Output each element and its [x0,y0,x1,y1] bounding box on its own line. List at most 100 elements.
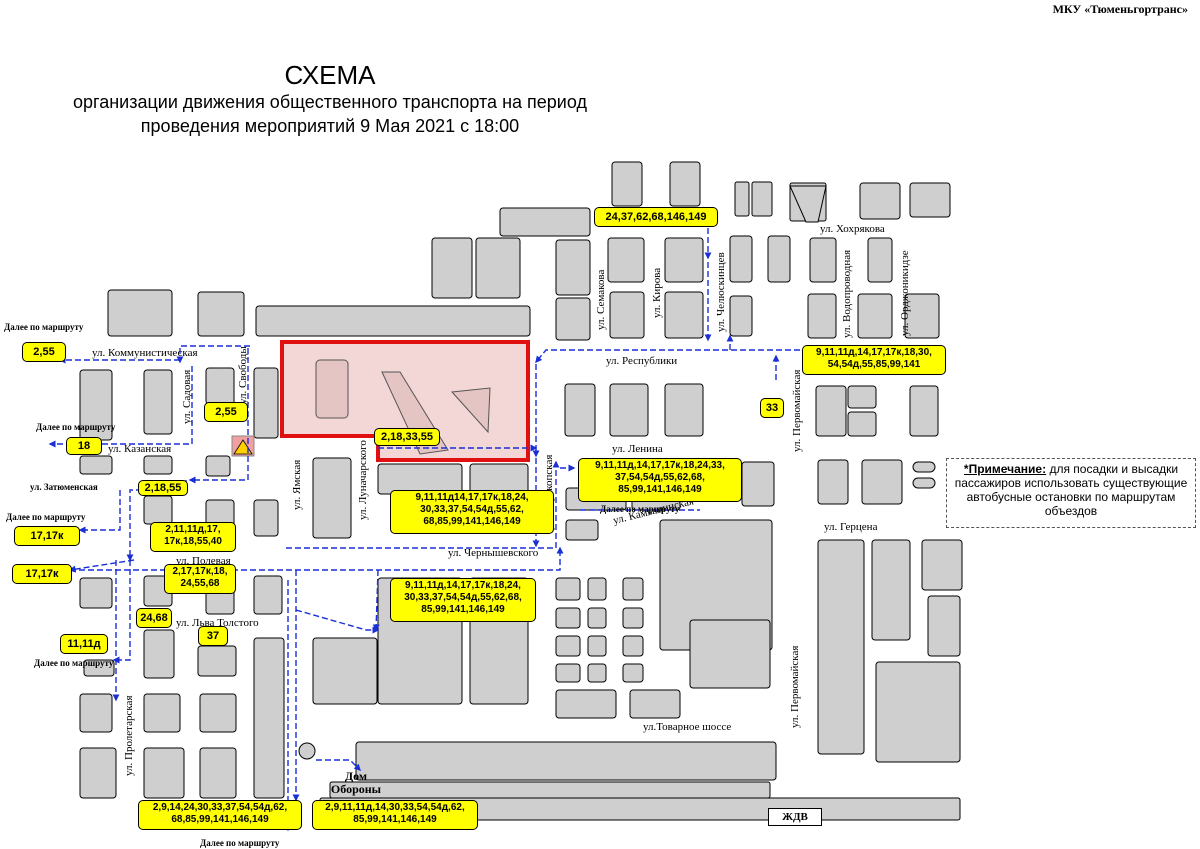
street-pervomayskaya-north: ул. Первомайская [791,370,803,452]
city-block [555,577,581,601]
city-block [312,457,352,539]
city-block [555,239,591,296]
further-route-label: Далее по маршруту [200,838,280,848]
route-label-2-11-11d: 2,11,11д,17, 17к,18,55,40 [150,522,236,552]
route-label-chernyshevskogo: 9,11,11д14,17,17к,18,24, 30,33,37,54,54д… [390,490,554,534]
city-block [83,659,115,677]
city-block [555,663,581,683]
street-tovarnoe-shosse: ул.Товарное шоссе [643,721,731,733]
city-block [79,577,113,609]
further-route-label: Далее по маршруту [600,504,680,514]
city-block [555,607,581,629]
city-block [664,237,704,283]
city-block [143,747,185,799]
route-label-2-17-17k: 2,17,17к,18, 24,55,68 [164,564,236,594]
street-proletarskaya: ул. Пролетарская [123,695,135,776]
city-block [622,607,644,629]
city-block [255,305,531,337]
city-block [741,461,775,507]
roadwork-icon [231,435,255,457]
roundabout [298,742,316,760]
street-kazanskaya: ул. Казанская [108,443,171,455]
street-lenina: ул. Ленина [612,443,663,455]
direction-arrow-icon [68,559,135,573]
city-block [199,747,237,799]
city-block [431,237,473,299]
city-block [921,539,963,591]
city-block [143,693,181,733]
city-block [609,383,649,437]
street-chernyshevskogo: ул. Чернышевского [448,547,539,559]
route-label-lva-tolstogo: 9,11,11д,14,17,17к,18,24, 30,33,37,54,54… [390,578,536,622]
city-block [904,293,940,339]
city-block [609,291,645,339]
direction-arrow-icon [188,348,249,484]
city-block [587,663,607,683]
route-label-24-68: 24,68 [136,608,172,628]
city-block [564,383,596,437]
city-block [817,539,865,755]
city-block [871,539,911,641]
city-block [729,295,753,337]
city-block [809,237,837,283]
street-yamskaya: ул. Ямская [291,460,303,510]
route-label-2-55-west: 2,55 [22,342,66,362]
street-vodoprovodnaya: ул. Водопроводная [841,250,853,338]
city-block [587,607,607,629]
route-label-lenina: 9,11,11д,14,17,17к,18,24,33, 37,54,54д,5… [578,458,742,502]
detour-routes [48,228,800,832]
street-lva-tolstogo: ул. Льва Толстого [176,617,259,629]
street-gertsena: ул. Герцена [824,521,878,533]
page-subtitle-line1: организации движения общественного транс… [73,92,587,112]
city-block [143,495,173,525]
note-box: *Примечание: для посадки и высадки пасса… [946,458,1196,528]
city-block [817,459,849,505]
landmark-dom-oborony: Дом Обороны [330,769,382,796]
city-block [857,293,893,339]
city-block [555,689,617,719]
city-block [253,499,279,537]
city-block [767,235,791,283]
city-block [815,385,847,437]
street-ordzhonikidze: ул. Орджоникидзе [899,250,911,336]
city-block [867,237,893,283]
city-block [875,661,961,763]
street-svobody: ул. Свободы [237,346,249,404]
city-block [197,291,245,337]
city-block [565,519,599,541]
direction-arrow-icon [176,345,250,364]
city-block [555,297,591,341]
route-label-respubliki: 9,11,11д,14,17,17к,18,30, 54,54д,55,85,9… [802,345,946,375]
city-block [205,367,235,405]
city-block [143,369,173,435]
note-label: *Примечание: [963,462,1047,476]
city-block [622,577,644,601]
route-label-18: 18 [66,437,102,455]
city-block [143,629,175,679]
page-title: СХЕМА [284,60,376,90]
route-label-37: 37 [198,626,228,646]
street-chelyuskintsev: ул. Челюскинцев [715,252,727,332]
city-block [669,161,701,207]
city-block [355,741,777,781]
organization-name: МКУ «Тюменьгортранс» [1052,2,1188,16]
direction-arrow-icon [316,759,361,771]
city-block [253,575,283,615]
direction-arrow-icon [372,569,380,632]
city-block [689,619,771,689]
city-block [622,663,644,683]
city-block [499,207,591,237]
direction-arrow-icon [78,490,121,534]
city-block [79,455,113,475]
city-block [197,645,237,677]
street-respubliki: ул. Республики [606,355,677,367]
further-route-label: Далее по маршруту [4,322,84,332]
route-label-17-17k-upper: 17,17к [14,526,80,546]
street-zatyumenskaya: ул. Затюменская [30,482,98,492]
landmark-zhdv: ЖДВ [768,808,822,826]
street-kirova: ул. Кирова [651,268,663,318]
city-block [859,182,901,220]
city-block [807,293,837,339]
route-label-17-17k-lower: 17,17к [12,564,72,584]
